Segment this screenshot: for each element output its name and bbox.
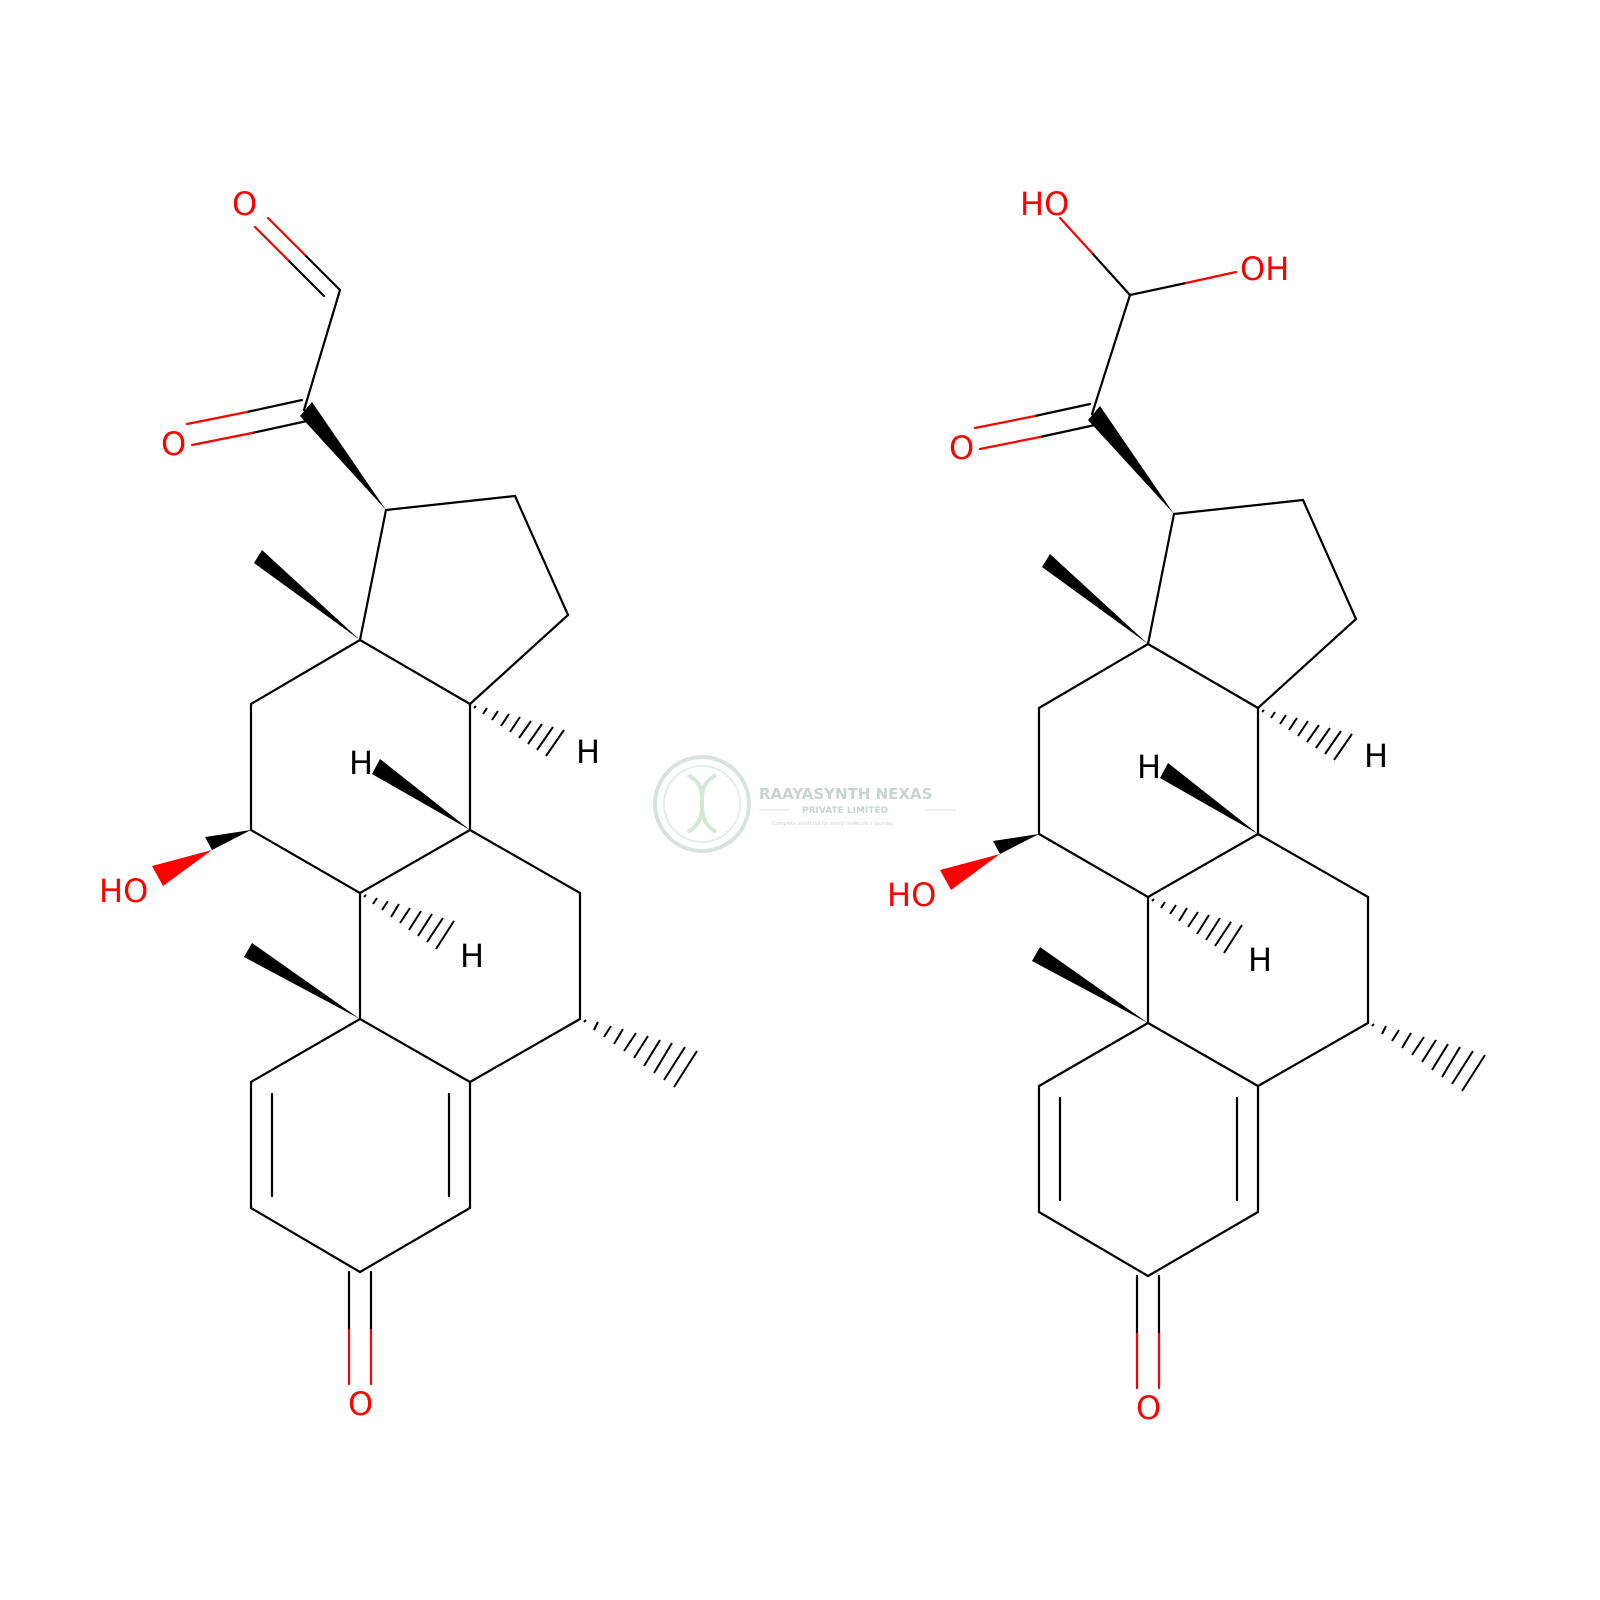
left-aldehyde-oxygen-label: O <box>232 185 257 223</box>
watermark: RAAYASYNTH NEXAS PRIVATE LIMITED Complet… <box>653 755 956 853</box>
right-structure: HO OH O HO H H H O <box>887 185 1486 1427</box>
right-hydroxyl-label: HO <box>887 876 936 914</box>
right-h9-label: H <box>1248 941 1272 979</box>
right-ketone-oxygen-label: O <box>949 429 974 467</box>
right-h8-label: H <box>1137 748 1161 786</box>
left-bonds <box>152 216 698 1386</box>
left-h14-label: H <box>576 733 600 771</box>
right-side-hydroxyl-label: OH <box>1240 250 1289 288</box>
left-h8-label: H <box>349 744 373 782</box>
left-ketone-oxygen-label: O <box>161 425 186 463</box>
watermark-tagline: Complete solutions for every molecule's … <box>772 821 893 827</box>
left-structure: O O HO H H H O <box>99 185 698 1423</box>
left-atom-labels: O O HO H H H O <box>99 185 600 1423</box>
right-atom-labels: HO OH O HO H H H O <box>887 185 1388 1427</box>
left-enone-oxygen-label: O <box>348 1385 373 1423</box>
watermark-subtitle: PRIVATE LIMITED <box>802 806 888 816</box>
right-h14-label: H <box>1364 737 1388 775</box>
left-h9-label: H <box>460 937 484 975</box>
right-bonds <box>940 216 1486 1390</box>
right-top-hydroxyl-label: HO <box>1020 185 1069 223</box>
right-enone-oxygen-label: O <box>1136 1389 1161 1427</box>
watermark-logo-icon <box>653 755 751 853</box>
watermark-title: RAAYASYNTH NEXAS <box>759 785 932 803</box>
left-hydroxyl-label: HO <box>99 872 148 910</box>
